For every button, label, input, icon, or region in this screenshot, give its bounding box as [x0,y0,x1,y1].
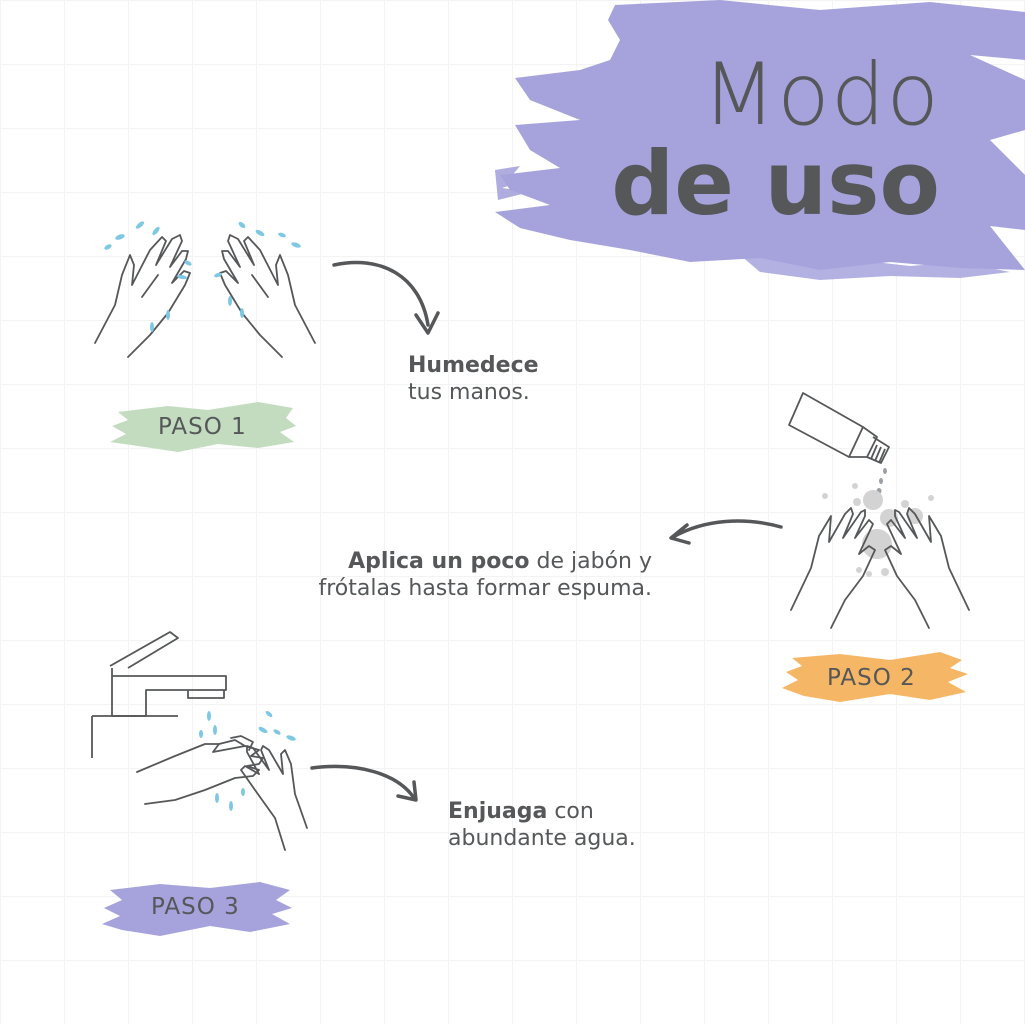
step-3-line2: abundante agua. [448,826,636,851]
paso-1-brush [110,402,296,452]
step-2-text: Aplica un poco de jabón y frótalas hasta… [300,548,652,602]
lathering-hands-icon [790,483,970,629]
curved-arrow-icon [669,519,783,545]
paso-3-brush [102,882,292,936]
step-3-rest: con [547,799,594,824]
soap-bottle-icon [788,392,890,494]
title-line-2: de uso [611,132,940,235]
paso-3-label: PASO 3 [151,894,240,920]
paso-2-label: PASO 2 [827,665,916,691]
curved-arrow-icon [332,260,440,335]
wet-hands-icon [94,221,316,358]
paso-1-label: PASO 1 [158,414,247,440]
step-2-rest: de jabón y [529,549,652,574]
step-1-line2: tus manos. [408,380,530,405]
paso-2-brush [782,652,968,702]
curved-arrow-icon [310,764,418,802]
step-2-bold: Aplica un poco [348,549,530,574]
title-line-1: Modo [701,45,940,145]
step-2-line2: frótalas hasta formar espuma. [318,576,652,601]
step-1-text: Humedece tus manos. [408,352,539,406]
step-3-bold: Enjuaga [448,799,548,824]
faucet-icon [91,631,227,758]
step-3-text: Enjuaga con abundante agua. [448,798,636,852]
step-1-bold: Humedece [408,353,539,378]
title-brush-stroke [495,0,1025,280]
rinsing-hands-icon [136,711,308,851]
